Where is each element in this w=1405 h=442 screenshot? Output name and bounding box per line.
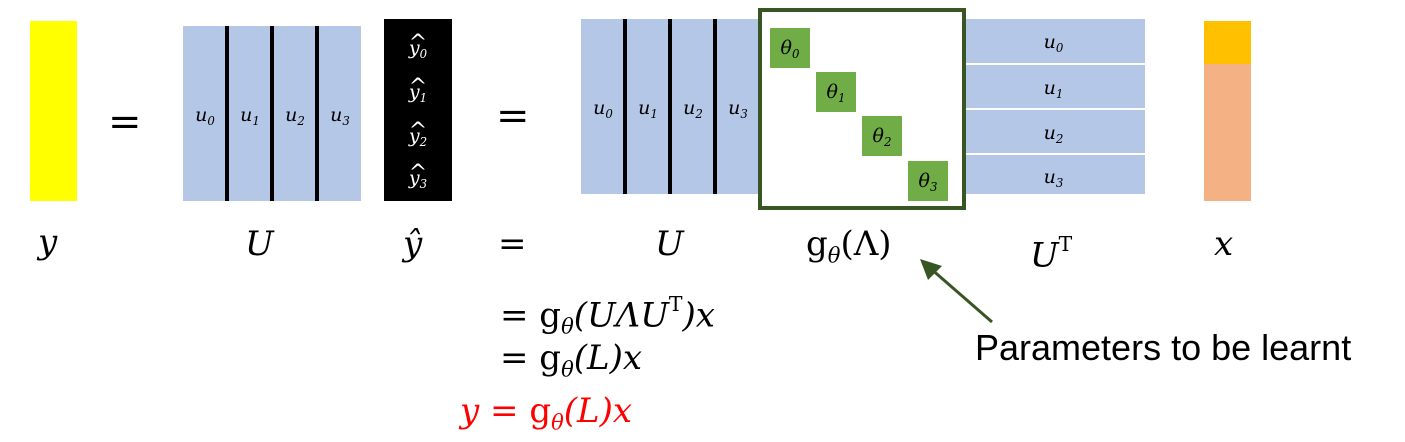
yhat-entry: ^y0 [408, 31, 428, 62]
annotation-text: Parameters to be learnt [975, 327, 1352, 368]
theta-parameter: θ3 [908, 161, 948, 201]
derivation-line-2: = gθ(L)x [500, 338, 643, 382]
theta-parameter: θ1 [816, 72, 856, 112]
u-column-label: u3 [330, 104, 350, 129]
yhat-entry: ^y3 [408, 161, 428, 192]
x-vector [1204, 21, 1251, 201]
ut-row-label: u2 [1043, 122, 1064, 147]
u-matrix-left: u0 u1 u2 u3 [183, 26, 361, 201]
ut-row-label: u0 [1043, 31, 1064, 56]
theta-parameter: θ2 [862, 116, 902, 156]
ut-matrix: u0 u1 u2 u3 [962, 19, 1145, 194]
u-column-label: u2 [683, 97, 703, 122]
annotation-arrow [920, 259, 993, 324]
equals-sign-1: = [108, 99, 142, 145]
g-theta-lambda-matrix: θ0 θ1 θ2 θ3 [758, 8, 966, 210]
label-x: x [1214, 224, 1234, 264]
y-vector [30, 21, 77, 201]
ut-row-label: u1 [1043, 77, 1064, 102]
label-u-transpose: UT [1030, 232, 1073, 276]
derivation-line-3: y = gθ(L)x [460, 391, 633, 435]
u-column-label: u2 [285, 104, 305, 129]
label-y: y [38, 222, 58, 262]
ut-row-label: u3 [1043, 166, 1064, 191]
yhat-entry: ^y1 [408, 75, 428, 106]
u-column-label: u1 [240, 104, 260, 129]
derivation-line-1: = gθ(UΛUT)x [500, 292, 715, 339]
label-u-2: U [655, 224, 684, 264]
u-matrix-right: u0 u1 u2 u3 [581, 19, 761, 194]
yhat-entry: ^y2 [408, 119, 428, 150]
label-yhat: ŷ [403, 224, 423, 264]
u-column-label: u3 [728, 97, 748, 122]
u-column-label: u0 [593, 97, 613, 122]
yhat-vector: ^y0 ^y1 ^y2 ^y3 [384, 19, 452, 201]
u-column-label: u1 [638, 97, 658, 122]
equals-sign-2: = [496, 93, 530, 139]
theta-parameter: θ0 [770, 28, 810, 68]
label-g-theta-lambda: gθ(Λ) [806, 224, 892, 268]
u-column-label: u0 [195, 104, 215, 129]
label-u: U [245, 224, 274, 264]
label-equals: = [498, 224, 527, 264]
